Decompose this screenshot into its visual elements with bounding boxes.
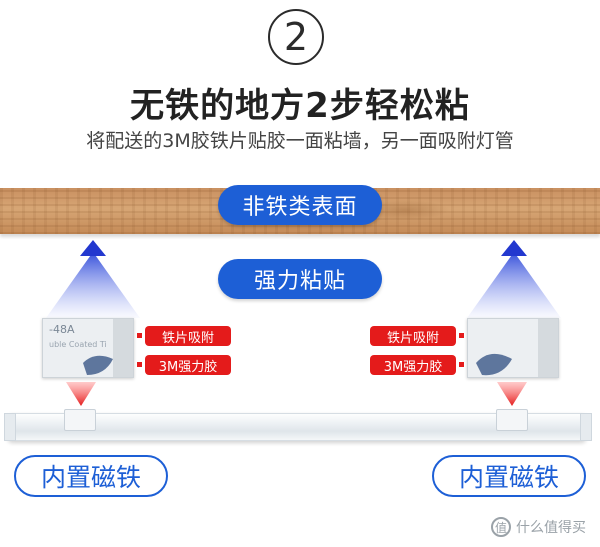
watermark-badge-icon: 值 [491,517,511,537]
tape-card-left: -48A uble Coated Ti [42,318,134,378]
connector-dot-tape-left [137,362,142,367]
watermark-text: 什么值得买 [516,520,586,536]
tape-card-left-print: -48A uble Coated Ti [43,319,133,377]
wood-grain-knot [360,200,450,220]
watermark: 值 什么值得买 [491,517,586,537]
tape-tag-left: 3M强力胶 [145,355,231,375]
svg-text:uble Coated Ti: uble Coated Ti [49,340,107,349]
upward-arrow-left-icon [46,240,140,318]
magnet-clip-left [64,409,96,431]
led-tube [8,413,586,441]
tape-card-right [467,318,559,378]
step-number-circle: 2 [268,9,324,65]
page-subtitle: 将配送的3M胶铁片贴胶一面粘墙，另一面吸附灯管 [86,130,514,152]
page-title: 无铁的地方2步轻松粘 [130,86,470,126]
connector-dot-tape-right [459,362,464,367]
magnet-clip-right [496,409,528,431]
downward-arrow-right-icon [497,382,527,406]
downward-arrow-left-icon [66,382,96,406]
connector-dot-iron-right [459,333,464,338]
tube-end-cap-left [4,413,16,441]
svg-text:-48A: -48A [49,323,75,336]
iron-sheet-tag-left: 铁片吸附 [145,326,231,346]
upward-arrow-right-icon [467,240,561,318]
surface-label: 非铁类表面 [218,185,382,225]
iron-sheet-tag-right: 铁片吸附 [370,326,456,346]
magnet-label-left: 内置磁铁 [14,455,168,497]
magnet-label-right: 内置磁铁 [432,455,586,497]
connector-dot-iron-left [137,333,142,338]
step-number: 2 [283,15,309,59]
tape-card-right-print [468,319,558,377]
tube-end-cap-right [580,413,592,441]
tape-tag-right: 3M强力胶 [370,355,456,375]
bond-label: 强力粘贴 [218,259,382,299]
